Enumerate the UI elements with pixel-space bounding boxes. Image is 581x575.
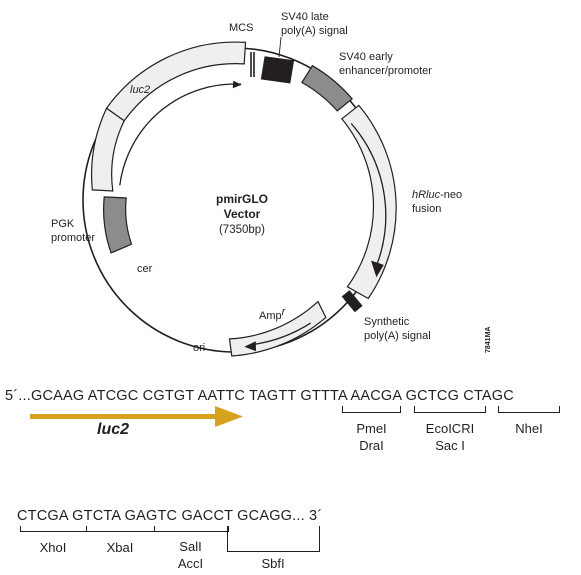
amp-arrow-line	[251, 322, 311, 346]
synthetic-label-1: Synthetic	[364, 316, 410, 328]
amp-label: Ampr	[259, 306, 287, 322]
luc2-orf-label: luc2	[97, 421, 130, 438]
hrluc-arrowhead	[371, 260, 384, 278]
mcs-marker	[250, 52, 255, 77]
site-xhoi: XhoI	[39, 540, 67, 555]
catalog-code: 7841MA	[485, 327, 492, 353]
sbfi-right	[227, 526, 320, 551]
luc2-arrow-line	[119, 83, 242, 186]
synthetic-polya-block	[341, 290, 363, 313]
mcs-label: MCS	[229, 22, 253, 34]
site-sbfi: SbfI	[261, 556, 285, 571]
pmei-bracket	[342, 406, 401, 413]
sv40-early-promoter-segment	[301, 64, 353, 112]
vector-size: (7350bp)	[219, 224, 265, 236]
xbai-bracket	[86, 526, 155, 532]
pgk-promoter-segment	[103, 196, 133, 254]
sbfi-left	[227, 526, 228, 551]
sequence-line-1: 5´...GCAAG ATCGC CGTGT AATTC TAGTT GTTTA…	[5, 388, 514, 404]
luc2-segment-lower	[91, 107, 125, 192]
sali-bracket	[154, 526, 229, 532]
amp-arrowhead	[244, 341, 256, 352]
luc2-segment	[105, 41, 247, 122]
pgk-label-1: PGK	[51, 218, 75, 230]
sv40-early-label-2: enhancer/promoter	[339, 65, 432, 77]
vector-name-line2: Vector	[224, 207, 261, 221]
hrluc-neo-segment	[340, 104, 397, 300]
synthetic-label-2: poly(A) signal	[364, 330, 431, 342]
plasmid-map: MCS SV40 late poly(A) signal SV40 early …	[51, 11, 492, 357]
luc2-map-label: luc2	[130, 84, 150, 96]
hrluc-label-1: hRluc-neo	[412, 189, 462, 201]
site-nhei: NheI	[515, 421, 543, 436]
sv40-late-label-1: SV40 late	[281, 11, 329, 23]
vector-name: pmirGLO	[216, 192, 268, 206]
sequence-line-2: CTCGA GTCTA GAGTC GACCT GCAGG... 3´	[17, 508, 323, 524]
xhoi-bracket	[20, 526, 87, 532]
hrluc-label-2: fusion	[412, 203, 441, 215]
hrluc-arrow-line	[350, 123, 387, 264]
sbfi-bottom	[227, 551, 320, 552]
luc2-orf-arrow	[30, 406, 243, 427]
site-xbai: XbaI	[106, 540, 134, 555]
pgk-label-2: promoter	[51, 232, 95, 244]
sv40-early-label-1: SV40 early	[339, 51, 393, 63]
sv40-late-label-2: poly(A) signal	[281, 25, 348, 37]
cer-label: cer	[137, 263, 153, 275]
ecoicri-bracket	[414, 406, 486, 413]
ori-label: ori	[193, 342, 205, 354]
sv40-late-leader	[278, 36, 282, 58]
sv40-late-polya-block	[260, 56, 295, 84]
luc2-arrowhead	[232, 80, 242, 89]
nhei-bracket	[498, 406, 560, 413]
